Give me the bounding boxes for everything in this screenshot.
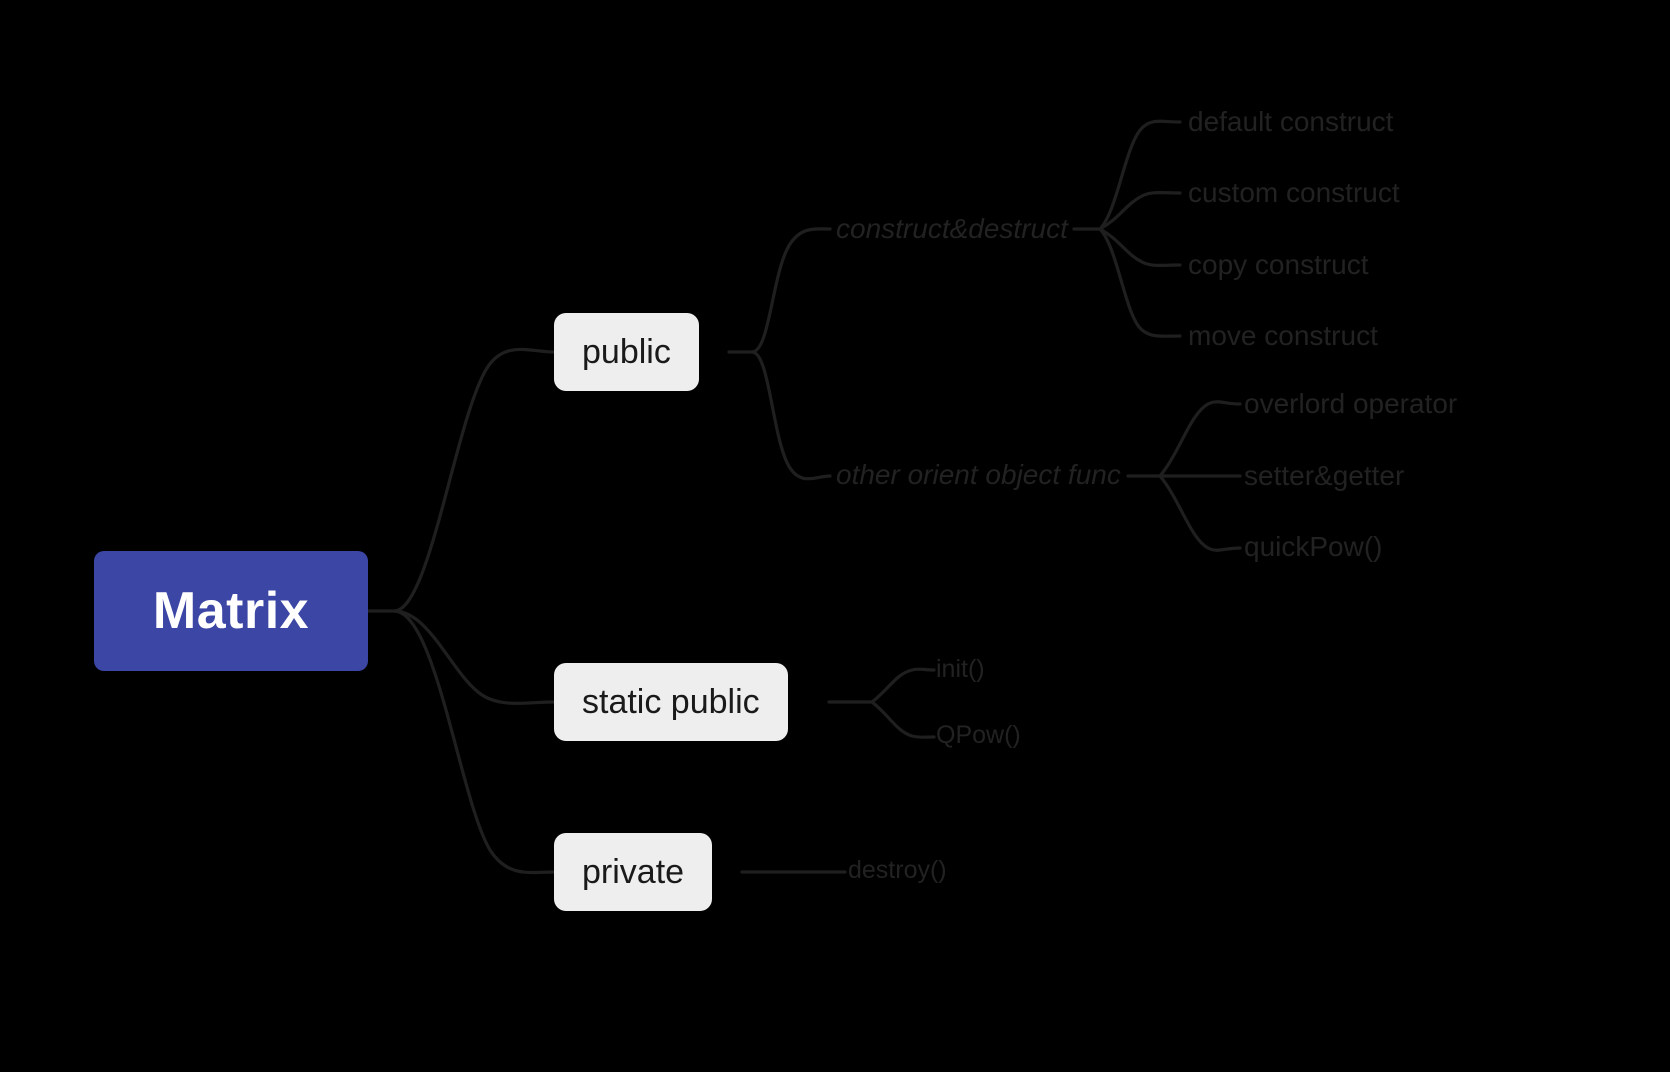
edge-root-public bbox=[392, 347, 556, 613]
branch-node-static-public-label: static public bbox=[582, 682, 760, 721]
branch-node-static-public[interactable]: static public bbox=[554, 663, 788, 741]
root-node-matrix[interactable]: Matrix bbox=[94, 551, 368, 671]
edge-construct-default bbox=[1098, 119, 1182, 231]
edge-public-construct bbox=[750, 227, 832, 354]
leaf-copy-construct[interactable]: copy construct bbox=[1188, 249, 1369, 280]
leaf-qpow[interactable]: QPow() bbox=[936, 721, 1021, 749]
edge-static-init bbox=[870, 667, 936, 704]
branch-node-public[interactable]: public bbox=[554, 313, 699, 391]
leaf-custom-construct[interactable]: custom construct bbox=[1188, 177, 1400, 208]
edge-construct-copy bbox=[1098, 227, 1182, 267]
edge-static-qpow bbox=[870, 700, 936, 739]
edge-root-private bbox=[392, 609, 556, 875]
edge-construct-move bbox=[1098, 227, 1182, 338]
sublabel-other-orient-object-func[interactable]: other orient object func bbox=[836, 459, 1121, 490]
edge-otherfunc-quickpow bbox=[1158, 474, 1242, 552]
leaf-init[interactable]: init() bbox=[936, 655, 985, 683]
leaf-default-construct[interactable]: default construct bbox=[1188, 106, 1394, 137]
edge-otherfunc-overlord bbox=[1158, 400, 1242, 478]
branch-node-private[interactable]: private bbox=[554, 833, 713, 911]
leaf-setter-getter[interactable]: setter&getter bbox=[1244, 460, 1405, 491]
branch-node-private-label: private bbox=[582, 852, 685, 891]
leaf-quick-pow[interactable]: quickPow() bbox=[1244, 531, 1383, 562]
edge-root-static bbox=[392, 609, 556, 705]
leaf-destroy[interactable]: destroy() bbox=[848, 856, 947, 884]
branch-node-public-label: public bbox=[582, 332, 671, 371]
root-node-label: Matrix bbox=[152, 582, 310, 640]
edge-public-otherfunc bbox=[750, 350, 832, 481]
sublabel-construct-destruct[interactable]: construct&destruct bbox=[836, 213, 1068, 244]
leaf-move-construct[interactable]: move construct bbox=[1188, 320, 1378, 351]
leaf-overlord-operator[interactable]: overlord operator bbox=[1244, 388, 1458, 419]
edge-construct-custom bbox=[1098, 191, 1182, 231]
